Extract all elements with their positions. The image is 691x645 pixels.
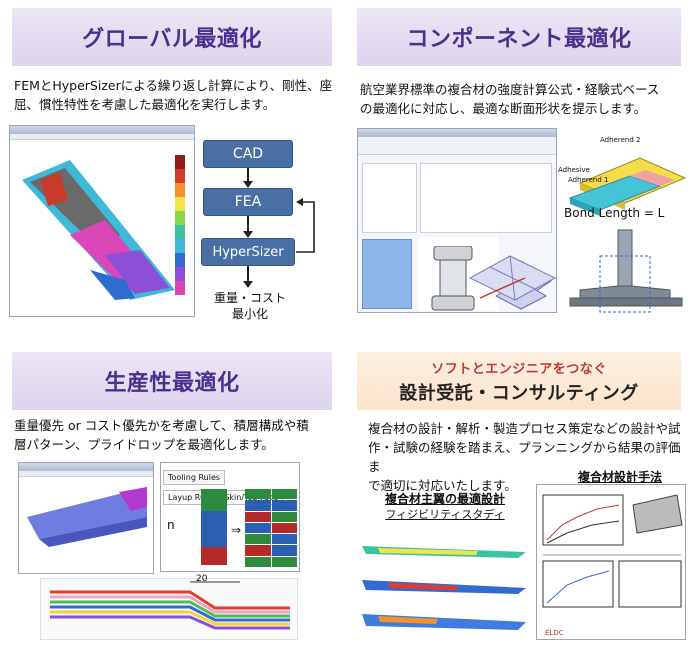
adherend1-label: Adherend 1 [568, 176, 609, 184]
design-method-document: ELDC [536, 484, 686, 640]
global-opt-title: グローバル最適化 [82, 27, 262, 52]
consulting-description: 複合材の設計・解析・製造プロセス策定などの設計や試 作・試験の経験を踏まえ、プラ… [368, 421, 681, 493]
flow-arrow-2 [243, 216, 253, 238]
bonded-joint-diagram [568, 157, 687, 216]
consulting-subtitle: ソフトとエンジニアをつなぐ [431, 361, 607, 377]
mesh-plot [468, 255, 557, 301]
component-opt-title: コンポーネント最適化 [406, 27, 632, 52]
bond-length-label: Bond Length = L [564, 206, 665, 220]
production-opt-header: 生産性最適化 [12, 352, 332, 410]
fem-screenshot [9, 125, 195, 317]
flow-hypersizer: HyperSizer [201, 238, 295, 266]
flow-cad: CAD [203, 140, 293, 168]
adherend2-label: Adherend 2 [600, 136, 641, 144]
svg-text:ELDC: ELDC [545, 629, 564, 637]
component-opt-header: コンポーネント最適化 [357, 8, 681, 66]
production-opt-title: 生産性最適化 [104, 371, 240, 396]
adhesive-label: Adhesive [558, 166, 590, 174]
flow-fea: FEA [203, 188, 293, 216]
component-opt-description: 航空業界標準の複合材の強度計算公式・経験式ベース の最適化に対応し、最適な断面形… [360, 82, 660, 116]
global-opt-header: グローバル最適化 [12, 8, 332, 66]
wing-contour-plot [10, 140, 194, 316]
tab-tooling-rules[interactable]: Tooling Rules [163, 470, 226, 485]
flow-arrow-1 [243, 168, 253, 188]
nplies-label: n [167, 518, 175, 532]
wing-fea-plots [362, 546, 526, 630]
consulting-caption-right: 複合材設計手法 [577, 470, 662, 484]
loop-arrow [296, 198, 315, 253]
layup-rules-panel: Tooling Rules Layup Rules - Skin/Top Fac… [160, 462, 300, 572]
production-screenshot [18, 462, 154, 574]
consulting-title: 設計受託・コンサルティング [399, 382, 639, 404]
consulting-header: ソフトとエンジニアをつなぐ 設計受託・コンサルティング [357, 352, 681, 410]
consulting-caption-left: 複合材主翼の最適設計 フィジビリティスタディ [384, 492, 505, 521]
global-opt-description: FEMとHyperSizerによる繰り返し計算により、剛性、座 屈、慣性特性を考… [14, 78, 333, 112]
flow-arrow-3 [243, 266, 253, 288]
flow-result-note: 重量・コスト 最小化 [213, 291, 286, 321]
production-opt-description: 重量優先 or コスト優先かを考慮して、積層構成や積 層パターン、プライドロップ… [14, 418, 309, 452]
bolt-icon [431, 246, 475, 311]
stringer-section-diagram [569, 229, 683, 313]
ply-drop-diagram [40, 578, 298, 640]
ply-drop-dimension: 20 [196, 574, 208, 584]
